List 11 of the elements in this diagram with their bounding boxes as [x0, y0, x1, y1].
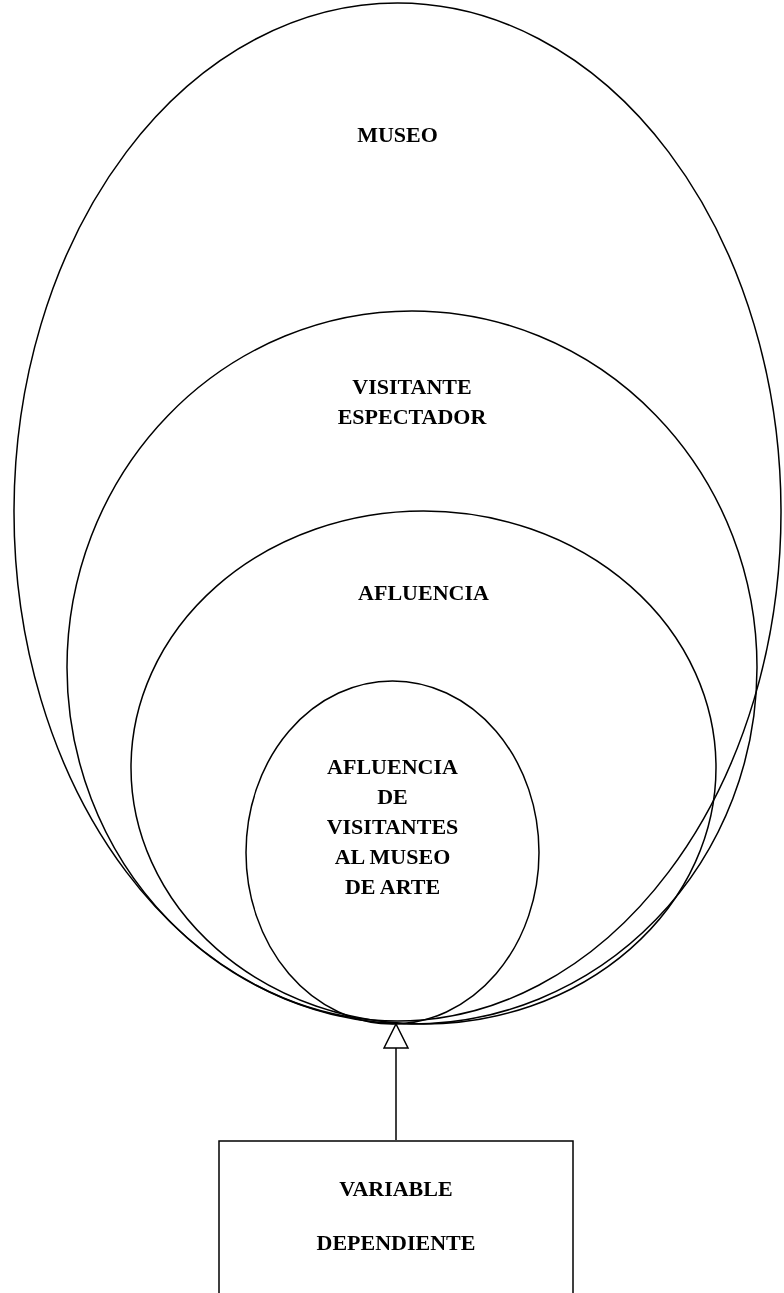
node-label: VARIABLE DEPENDIENTE — [315, 1175, 477, 1257]
arrow — [383, 1023, 409, 1141]
text-box — [218, 1140, 574, 1293]
ellipse-shape — [66, 310, 758, 1025]
node-label: AFLUENCIA DE VISITANTES AL MUSEO DE ARTE — [325, 753, 460, 901]
ellipse-shape — [245, 680, 540, 1025]
node-label: VISITANTE ESPECTADOR — [336, 373, 488, 431]
ellipse-shape — [130, 510, 717, 1025]
node-label: MUSEO — [356, 121, 439, 149]
ellipse-shape — [13, 2, 782, 1022]
node-label: AFLUENCIA — [357, 579, 490, 607]
